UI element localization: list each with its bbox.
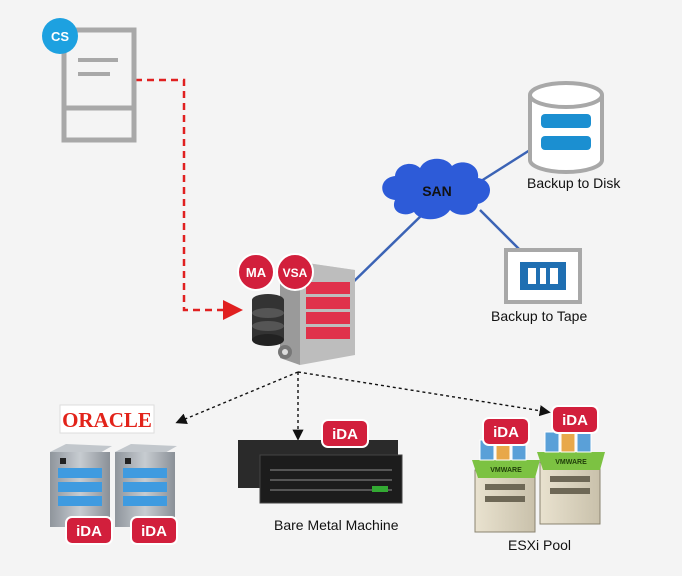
commserve-server-icon: CS (42, 18, 137, 143)
ida-badge (551, 405, 599, 434)
bare-metal-label: Bare Metal Machine (274, 517, 399, 533)
vsa-badge (276, 253, 314, 291)
media-agent-server: MA VSA (237, 253, 355, 365)
ida-badge (65, 516, 113, 545)
backup-to-disk-label: Backup to Disk (527, 175, 621, 191)
ma-badge (237, 253, 275, 291)
tape-library-icon (504, 248, 582, 304)
san-label: SAN (422, 183, 452, 199)
ida-badge-text: iDA (76, 523, 102, 540)
esxi-host-1: VMWARE iDA (472, 417, 540, 533)
cs-badge-text: CS (51, 29, 69, 44)
esxi-pool-label: ESXi Pool (508, 537, 572, 553)
ida-badge (321, 419, 369, 448)
cs-badge (42, 18, 78, 54)
oracle-servers: ORACLE iDA iDA (50, 404, 178, 545)
dotted-arrows-to-clients (175, 371, 551, 441)
vmware-text: VMWARE (490, 467, 522, 474)
backup-to-tape-label: Backup to Tape (491, 308, 588, 324)
database-stack-icon (252, 294, 284, 346)
ida-badge-text: iDA (493, 424, 519, 441)
disk-storage-icon (528, 81, 604, 174)
ma-badge-text: MA (246, 265, 267, 280)
esxi-host-2: VMWARE iDA (537, 405, 605, 525)
ida-badge-text: iDA (332, 426, 358, 443)
dashed-link-cs-to-ma (135, 78, 243, 320)
ida-badge-text: iDA (141, 523, 167, 540)
ida-badge (482, 417, 530, 446)
ida-badge (130, 516, 178, 545)
ida-badge-text: iDA (562, 412, 588, 429)
oracle-tower-1 (50, 444, 112, 527)
oracle-logo: ORACLE (62, 408, 152, 432)
vsa-badge-text: VSA (283, 266, 308, 280)
oracle-tower-2 (115, 444, 177, 527)
esxi-pool: VMWARE iDA VMWARE iDA (472, 405, 605, 533)
san-cloud: SAN (382, 158, 490, 220)
vmware-text: VMWARE (555, 459, 587, 466)
bare-metal-servers: iDA (238, 419, 403, 504)
